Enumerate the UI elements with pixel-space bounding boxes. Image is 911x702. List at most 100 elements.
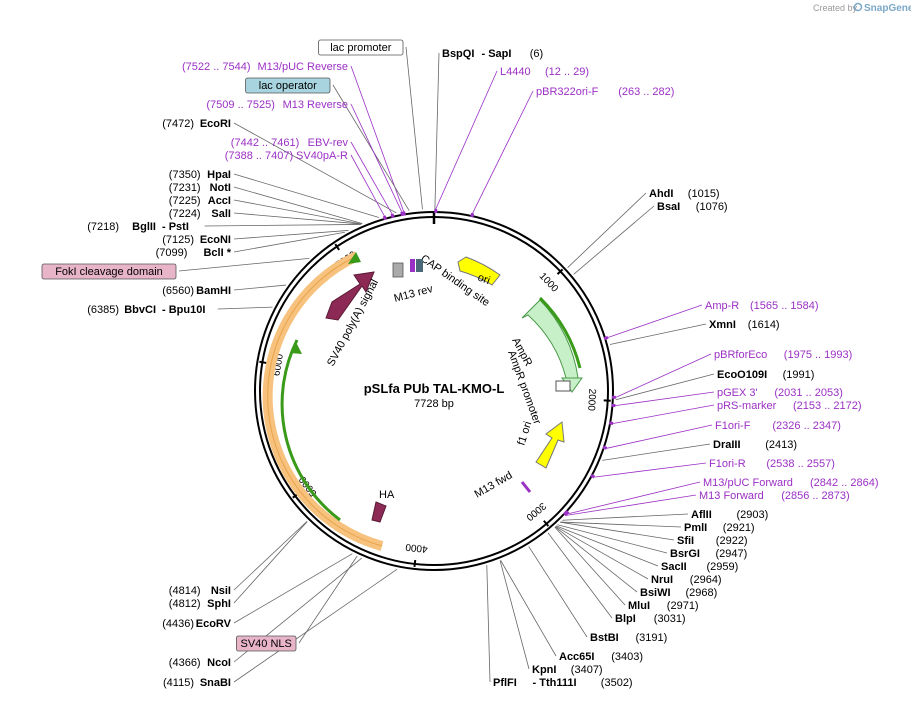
primer-site-mark bbox=[402, 211, 406, 216]
ampr-promoter-box bbox=[555, 380, 571, 392]
leader-line bbox=[615, 391, 715, 407]
leader-line bbox=[434, 52, 440, 210]
primer-position: (1975 .. 1993) bbox=[784, 349, 853, 361]
primer-name: pRS-marker bbox=[717, 400, 777, 412]
primer-position: (12 .. 29) bbox=[545, 66, 589, 78]
leader-line bbox=[350, 141, 393, 215]
enzyme-position: (7231) bbox=[169, 182, 201, 194]
primer-position: (1565 .. 1584) bbox=[750, 300, 819, 312]
enzyme-position: (7125) bbox=[162, 234, 194, 246]
primer-site-mark bbox=[382, 215, 387, 221]
enzyme-name: NotI bbox=[210, 182, 231, 194]
leader-line bbox=[486, 565, 491, 683]
leader-line bbox=[350, 154, 385, 217]
leader-line bbox=[573, 205, 655, 275]
lac-feature-mark-1 bbox=[410, 259, 415, 272]
primer-name: pGEX 3' bbox=[717, 387, 758, 399]
ruler-tick bbox=[334, 243, 340, 251]
leader-line bbox=[435, 70, 498, 210]
leader-line bbox=[560, 521, 682, 528]
leader-line bbox=[560, 521, 675, 541]
ruler-tick-label: 1000 bbox=[537, 271, 561, 295]
primer-name: M13/pUC Reverse bbox=[258, 61, 348, 73]
leader-line bbox=[233, 553, 353, 624]
ruler-tick-label: 3000 bbox=[523, 500, 547, 523]
leader-line bbox=[556, 525, 659, 567]
leader-line bbox=[606, 424, 713, 449]
primer-name: M13 Reverse bbox=[283, 99, 348, 111]
m13-fwd-mark bbox=[520, 481, 532, 493]
enzyme-position: (4436) bbox=[162, 618, 194, 630]
primer-position: (7522 .. 7544) bbox=[182, 61, 251, 73]
ampr-outline-arc bbox=[538, 296, 582, 369]
enzyme-name: MluI bbox=[628, 600, 650, 612]
enzyme-position: (4812) bbox=[169, 598, 201, 610]
leader-line bbox=[405, 46, 423, 210]
primer-position: (7442 .. 7461) bbox=[231, 137, 300, 149]
primer-site-mark bbox=[602, 445, 608, 450]
feature-label-box bbox=[318, 39, 404, 56]
primer-name: L4440 bbox=[500, 66, 531, 78]
enzyme-position: (3403) bbox=[611, 651, 643, 663]
enzyme-position: (7224) bbox=[169, 208, 201, 220]
enzyme-name: AccI bbox=[208, 195, 231, 207]
green-arc-arrowhead-top bbox=[348, 252, 361, 264]
orange-feature-arc-edge bbox=[267, 255, 383, 547]
leader-line bbox=[233, 568, 398, 683]
leader-line bbox=[204, 224, 361, 227]
m13-rev-label: M13 rev bbox=[393, 283, 435, 305]
enzyme-position: (6560) bbox=[162, 285, 194, 297]
leader-line bbox=[178, 257, 310, 272]
leader-line bbox=[594, 462, 707, 478]
right-labels: BspQI- SapI(6)L4440(12 .. 29)pBR322ori-F… bbox=[442, 48, 879, 689]
primer-name: EBV-rev bbox=[308, 137, 349, 149]
primer-name: pBR322ori-F bbox=[536, 86, 599, 98]
leader-line bbox=[566, 494, 697, 516]
leader-line bbox=[499, 560, 530, 670]
enzyme-name: SphI bbox=[207, 598, 231, 610]
enzyme-name: SalI bbox=[211, 208, 231, 220]
leader-line bbox=[554, 526, 626, 606]
lac-feature-mark-2 bbox=[416, 259, 423, 272]
leader-line bbox=[217, 306, 273, 310]
enzyme-name: SacII bbox=[661, 561, 687, 573]
leader-line bbox=[298, 555, 358, 644]
enzyme-name: AflII bbox=[691, 509, 712, 521]
enzyme-name: HpaI bbox=[207, 169, 231, 181]
leader-line bbox=[602, 443, 711, 461]
m13-fwd-label: M13 fwd bbox=[473, 469, 515, 500]
f1-ori-label: f1 ori bbox=[515, 420, 534, 447]
ori-label: ori bbox=[476, 272, 492, 287]
leader-line bbox=[233, 230, 349, 240]
enzyme-name: NruI bbox=[651, 574, 673, 586]
primer-name: SV40pA-R bbox=[296, 150, 348, 162]
enzyme-name: AhdI bbox=[649, 188, 673, 200]
primer-name: pBRforEco bbox=[714, 349, 767, 361]
f1-ori-arrow bbox=[535, 421, 565, 469]
enzyme-position: (2947) bbox=[716, 548, 748, 560]
leader-line bbox=[233, 122, 397, 214]
enzyme-position: (2971) bbox=[667, 600, 699, 612]
cap-box bbox=[392, 262, 404, 278]
enzyme-position: (3407) bbox=[571, 664, 603, 676]
leader-line bbox=[555, 526, 649, 580]
enzyme-position: (2921) bbox=[723, 522, 755, 534]
enzyme-position: (1015) bbox=[688, 188, 720, 200]
enzyme-name-extra: - Tth111I bbox=[533, 677, 577, 689]
feature-label: SV40 NLS bbox=[241, 638, 292, 650]
ruler-tick bbox=[543, 520, 550, 527]
enzyme-name-extra: - SapI bbox=[482, 48, 512, 60]
primer-site-mark bbox=[470, 212, 475, 218]
primer-site-mark bbox=[608, 421, 614, 426]
enzyme-position: (2413) bbox=[765, 439, 797, 451]
feature-label-box bbox=[245, 77, 331, 94]
ruler-tick-label: 2000 bbox=[585, 388, 597, 411]
green-feature-arc-left bbox=[280, 339, 341, 522]
enzyme-position: (6385) bbox=[87, 304, 119, 316]
primer-name: F1ori-R bbox=[709, 458, 746, 470]
enzyme-position: (4366) bbox=[169, 657, 201, 669]
primer-site-mark bbox=[590, 473, 596, 479]
enzyme-name: EcoO109I bbox=[717, 369, 767, 381]
enzyme-name: BglII bbox=[132, 221, 156, 233]
